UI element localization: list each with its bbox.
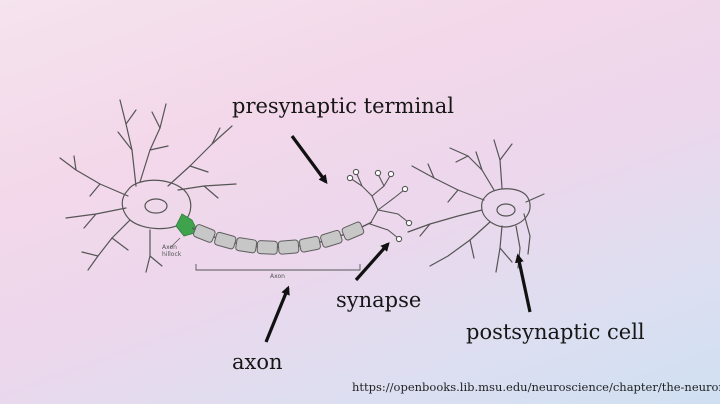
axon-label: axon	[232, 350, 283, 374]
myelin-segment	[341, 221, 365, 241]
myelin-segment	[298, 235, 321, 253]
myelin-segment	[193, 224, 216, 243]
myelin-segment	[320, 229, 343, 248]
axon-hillock-label-line2: hillock	[162, 251, 182, 258]
synapse-arrow	[354, 242, 390, 282]
myelin-sheath	[193, 221, 365, 255]
presynaptic-neuron	[59, 99, 237, 273]
myelin-segment	[277, 239, 300, 255]
postsynaptic-neuron	[407, 139, 545, 273]
axon-hillock-label-line1: Axon	[162, 244, 177, 251]
axon-arrow	[264, 285, 290, 343]
source-url: https://openbooks.lib.msu.edu/neuroscien…	[352, 380, 720, 394]
postsynaptic-arrow	[514, 253, 532, 313]
nucleus	[144, 198, 168, 214]
axon-bracket	[195, 264, 361, 271]
myelin-segment	[235, 237, 258, 254]
axon-small-label: Axon	[270, 273, 285, 280]
myelin-segment	[256, 240, 278, 255]
axon-hillock-pointer	[169, 237, 181, 249]
presynaptic-terminal-label: presynaptic terminal	[232, 94, 454, 118]
presynaptic-arrow	[290, 135, 328, 185]
presynaptic-terminal	[346, 168, 413, 243]
myelin-segment	[214, 231, 237, 250]
postsynaptic-cell-label: postsynaptic cell	[466, 320, 645, 344]
axon-hillock-label: Axon hillock	[162, 244, 181, 258]
axon-hillock	[175, 213, 199, 237]
synapse-label: synapse	[336, 288, 422, 312]
